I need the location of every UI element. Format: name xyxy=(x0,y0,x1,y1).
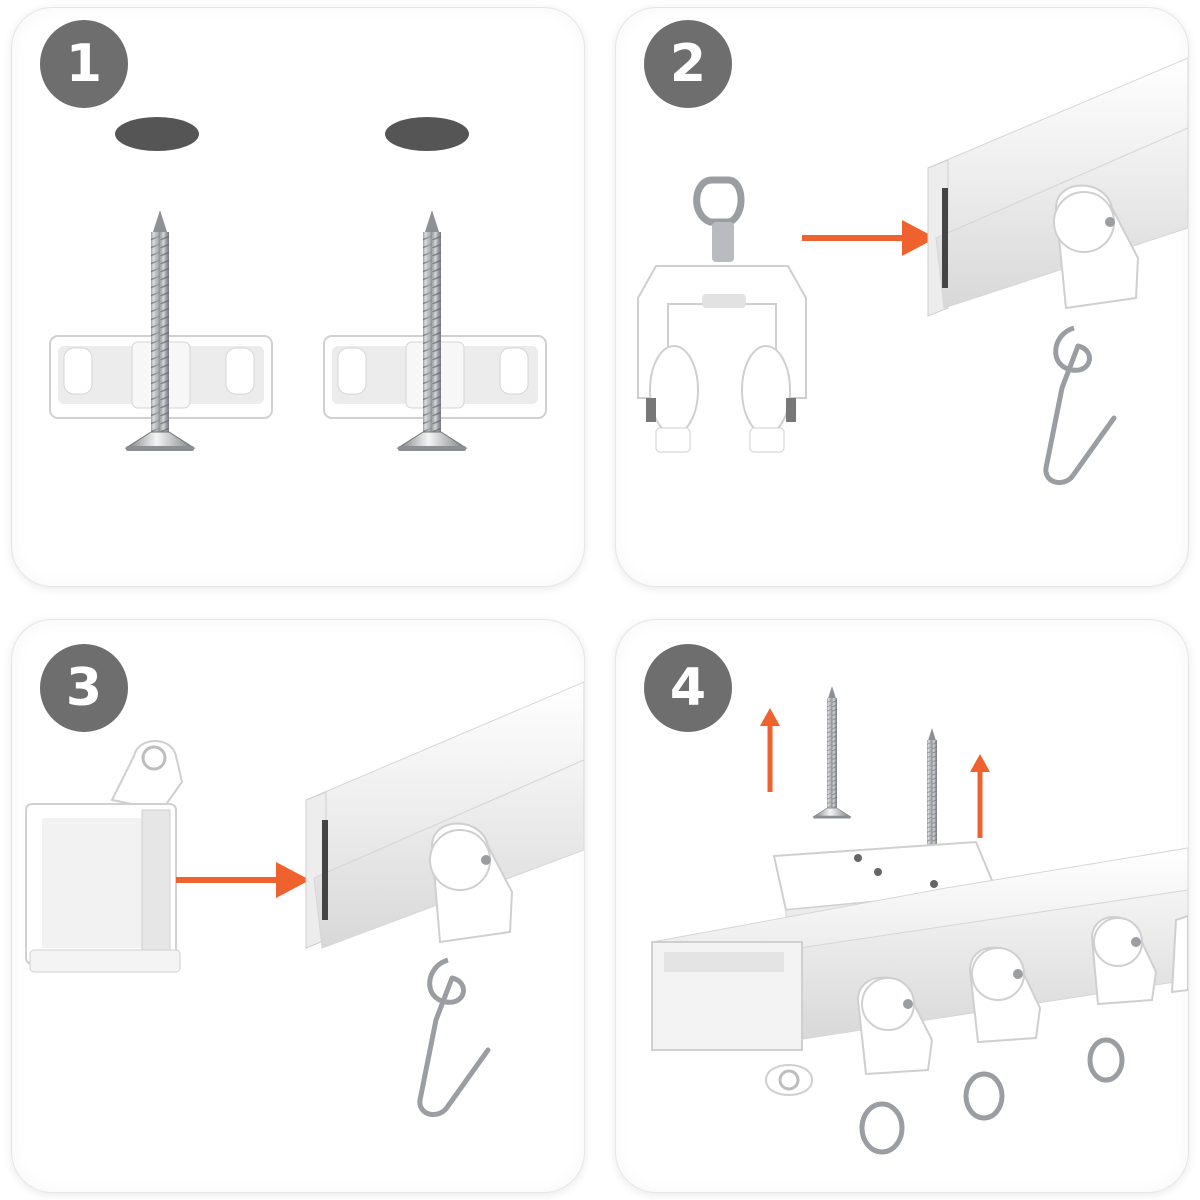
step-1-badge: 1 xyxy=(40,20,128,108)
curtain-track-icon xyxy=(927,57,1188,317)
arrow-right-icon xyxy=(802,220,936,256)
drill-hole-icon xyxy=(115,117,199,151)
step-2-illustration xyxy=(637,57,1188,586)
glider-ring-icon xyxy=(859,1101,905,1155)
roller-glider-icon xyxy=(429,822,514,944)
step-2-panel: 2 xyxy=(616,8,1188,586)
screw-icon xyxy=(913,727,951,861)
end-stopper-icon xyxy=(25,740,184,973)
roller-glider-icon xyxy=(1170,914,1188,994)
drill-hole-icon xyxy=(385,117,469,151)
roller-glider-icon xyxy=(963,946,1042,1121)
roller-glider-icon xyxy=(1087,916,1158,1083)
step-3-illustration xyxy=(25,681,584,1192)
roller-glider-icon xyxy=(856,976,934,1155)
roller-glider-icon xyxy=(1053,184,1140,310)
arrow-right-icon xyxy=(176,862,310,898)
step-1-illustration xyxy=(49,117,547,452)
step-4-badge: 4 xyxy=(644,644,732,732)
curtain-hook-icon xyxy=(420,960,488,1115)
roller-glider-icon xyxy=(637,176,807,453)
step-3-panel: 3 xyxy=(12,620,584,1192)
step-4-illustration xyxy=(651,685,1188,1155)
curtain-hook-icon xyxy=(1046,328,1114,483)
glider-ring-icon xyxy=(963,1071,1005,1121)
step-4-panel: 4 xyxy=(616,620,1188,1192)
step-2-badge: 2 xyxy=(644,20,732,108)
arrow-up-icon xyxy=(970,754,990,838)
step-3-badge: 3 xyxy=(40,644,128,732)
screw-icon xyxy=(813,685,851,819)
arrow-up-icon xyxy=(760,708,780,792)
step-1-panel: 1 xyxy=(12,8,584,586)
glider-ring-icon xyxy=(1087,1037,1125,1083)
